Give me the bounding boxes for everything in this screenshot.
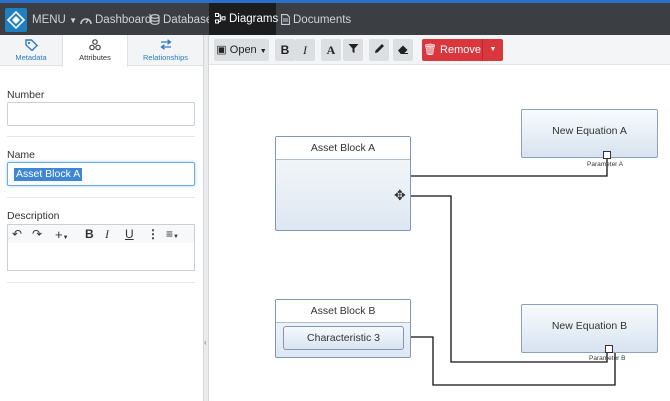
connector-line[interactable]	[410, 158, 608, 177]
italic-icon: I	[303, 43, 307, 57]
underline-icon[interactable]: U	[125, 227, 134, 241]
open-button[interactable]: ▣ Open ▼	[214, 39, 269, 61]
database-icon	[150, 14, 160, 25]
tab-attributes[interactable]: Attributes	[62, 35, 128, 67]
more-vertical-icon[interactable]: ⋮	[147, 227, 159, 241]
asset-block-a-title: Asset Block A	[276, 137, 410, 160]
description-editor[interactable]	[7, 243, 195, 271]
nav-documents-label: Documents	[293, 14, 352, 26]
menu-label: MENU	[32, 14, 66, 26]
eraser-icon	[398, 45, 408, 54]
parameter-b-port[interactable]	[605, 345, 613, 353]
connector-line[interactable]	[406, 336, 616, 386]
collapse-left-icon[interactable]: ‹	[204, 338, 207, 347]
diagram-canvas[interactable]: Asset Block A ✥ Asset Block B Characteri…	[209, 65, 670, 401]
remove-options-button[interactable]: ▼	[482, 39, 503, 61]
asset-block-b[interactable]: Asset Block B Characteristic 3	[275, 299, 411, 358]
name-label: Name	[7, 149, 36, 161]
redo-icon[interactable]: ↷	[32, 227, 43, 241]
top-navbar: MENU ▼ Dashboard Database Diagrams Docum…	[0, 0, 670, 38]
remove-label: Remove	[440, 44, 481, 56]
number-field[interactable]	[7, 102, 195, 126]
connector-lines	[406, 158, 616, 386]
connector-line[interactable]	[410, 195, 608, 363]
rich-text-toolbar: ↶ ↷ +▼ B I U ⋮ ≡▼	[7, 224, 195, 244]
tab-relationships-label: Relationships	[142, 53, 189, 62]
equation-b[interactable]: New Equation B	[521, 304, 658, 353]
description-label: Description	[7, 210, 60, 222]
tab-relationships[interactable]: Relationships	[128, 35, 203, 66]
folder-open-icon: ▣	[216, 44, 227, 56]
parameter-a-label: Parameter A	[587, 161, 624, 168]
pencil-icon	[374, 44, 384, 53]
caret-down-icon: ▼	[69, 16, 77, 25]
nav-diagrams-label: Diagrams	[229, 13, 279, 25]
name-value: Asset Block A	[14, 168, 83, 181]
parameter-b-label: Parameter B	[589, 355, 626, 362]
align-icon[interactable]: ≡▼	[166, 227, 179, 241]
divider	[7, 197, 195, 198]
nav-documents[interactable]: Documents	[281, 6, 351, 35]
panel-splitter[interactable]: ‹	[203, 35, 209, 401]
nav-dashboard-label: Dashboard	[95, 14, 152, 26]
pencil-button[interactable]	[369, 39, 389, 61]
nav-database-label: Database	[163, 14, 213, 26]
asset-block-a[interactable]: Asset Block A	[275, 136, 411, 231]
sidebar-tabs: Metadata Attributes Relationships	[0, 35, 203, 67]
tab-attributes-label: Attributes	[79, 53, 111, 62]
filter-button[interactable]	[343, 39, 363, 61]
swap-arrows-icon	[128, 39, 203, 53]
equation-a-title: New Equation A	[552, 125, 627, 137]
trash-icon: 🗑	[423, 44, 437, 56]
number-label: Number	[7, 89, 45, 101]
italic-button[interactable]: I	[295, 39, 315, 61]
divider	[7, 282, 195, 283]
italic-icon[interactable]: I	[105, 227, 109, 241]
move-cursor-icon: ✥	[394, 187, 406, 203]
equation-a[interactable]: New Equation A	[521, 109, 658, 158]
equation-b-title: New Equation B	[551, 320, 628, 332]
name-field[interactable]: Asset Block A	[7, 162, 195, 186]
tag-icon	[0, 39, 62, 53]
tab-metadata[interactable]: Metadata	[0, 35, 62, 66]
caret-down-icon: ▼	[489, 46, 497, 53]
app-logo[interactable]	[5, 8, 27, 32]
filter-icon	[348, 44, 358, 53]
font-icon: A	[326, 43, 336, 57]
open-label: Open	[229, 44, 257, 56]
font-button[interactable]: A	[321, 39, 341, 61]
asset-block-b-title: Asset Block B	[276, 300, 410, 323]
dashboard-icon	[80, 18, 92, 25]
nav-diagrams[interactable]: Diagrams	[209, 3, 279, 38]
caret-down-icon: ▼	[259, 48, 267, 55]
document-icon	[281, 14, 290, 25]
remove-button[interactable]: 🗑 Remove	[422, 39, 482, 61]
bold-icon[interactable]: B	[85, 227, 94, 241]
nav-dashboard[interactable]: Dashboard	[80, 6, 151, 35]
eraser-button[interactable]	[393, 39, 413, 61]
undo-icon[interactable]: ↶	[12, 227, 23, 241]
divider	[7, 136, 195, 137]
bold-icon: B	[280, 43, 290, 57]
attributes-icon	[63, 39, 127, 53]
insert-plus-icon[interactable]: +▼	[55, 227, 69, 242]
menu-button[interactable]: MENU ▼	[32, 6, 77, 35]
bold-button[interactable]: B	[275, 39, 295, 61]
properties-sidebar: Metadata Attributes Relationships Number…	[0, 35, 203, 401]
characteristic-item[interactable]: Characteristic 3	[283, 326, 404, 350]
diagram-icon	[215, 13, 226, 24]
diagram-toolbar: ▣ Open ▼ B I A 🗑 Remove ▼	[209, 35, 670, 65]
nav-database[interactable]: Database	[150, 6, 212, 35]
parameter-a-port[interactable]	[603, 151, 611, 159]
characteristic-label: Characteristic 3	[307, 332, 380, 344]
tab-metadata-label: Metadata	[15, 53, 47, 62]
